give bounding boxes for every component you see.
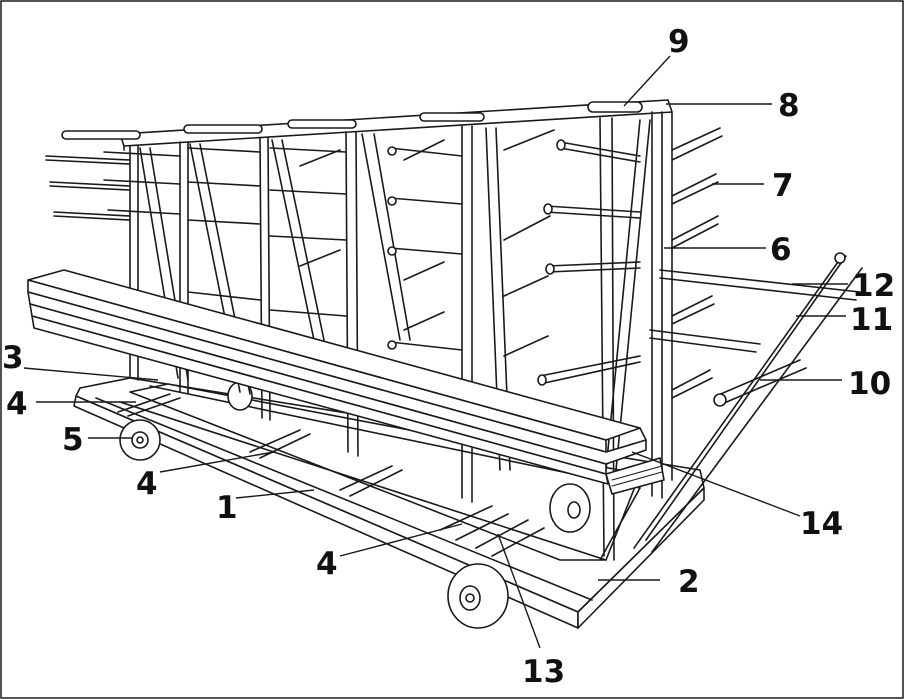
top-rod-1 — [61, 130, 141, 140]
callout-4-bottom: 4 — [316, 546, 338, 582]
callout-7: 7 — [772, 168, 794, 204]
rail-mid — [119, 401, 607, 561]
callout-3: 3 — [2, 340, 24, 376]
base-frame — [73, 377, 705, 629]
callout-10: 10 — [848, 366, 891, 402]
cross-member-3 — [339, 465, 393, 491]
top-beam — [61, 99, 673, 151]
glass-panels — [27, 269, 665, 495]
diagonal-braces — [139, 119, 651, 471]
callout-14: 14 — [800, 506, 843, 542]
callout-labels: 1 2 3 4 4 4 5 6 7 8 9 10 11 12 13 14 — [2, 24, 895, 690]
wheel-rear-right — [549, 483, 591, 533]
callout-4-front: 4 — [136, 466, 158, 502]
top-rod-3 — [287, 119, 357, 129]
cross-member-4b — [455, 513, 509, 541]
cross-member-2 — [249, 429, 301, 453]
callout-6: 6 — [770, 232, 792, 268]
callout-4-left: 4 — [6, 386, 28, 422]
top-rod-5 — [587, 101, 643, 113]
cross-member-end — [599, 487, 641, 561]
wheel-front-right — [447, 563, 509, 629]
panel-4-edge — [31, 315, 609, 485]
callout-1: 1 — [216, 490, 238, 526]
top-rod-4 — [419, 112, 485, 122]
top-rod-2 — [183, 124, 263, 134]
callout-9: 9 — [668, 24, 690, 60]
cross-member-5 — [475, 519, 529, 549]
cross-member-2b — [259, 433, 311, 459]
wheel-front-left — [119, 419, 161, 461]
callout-11: 11 — [850, 302, 893, 338]
callout-13: 13 — [522, 654, 565, 690]
leader-lines — [23, 55, 848, 649]
callout-5: 5 — [62, 422, 84, 458]
front-rods — [45, 139, 641, 386]
cross-member-1 — [117, 393, 171, 413]
cross-member-5b — [491, 527, 545, 557]
side-arm — [633, 252, 863, 553]
callout-2: 2 — [678, 564, 700, 600]
wheels — [119, 381, 591, 629]
panel-end-stack — [605, 457, 665, 495]
back-rods — [299, 127, 723, 399]
callout-8: 8 — [778, 88, 800, 124]
cross-member-3b — [349, 469, 403, 497]
cross-member-1b — [127, 397, 181, 417]
cross-member-4 — [439, 505, 493, 531]
callout-12: 12 — [852, 268, 895, 304]
